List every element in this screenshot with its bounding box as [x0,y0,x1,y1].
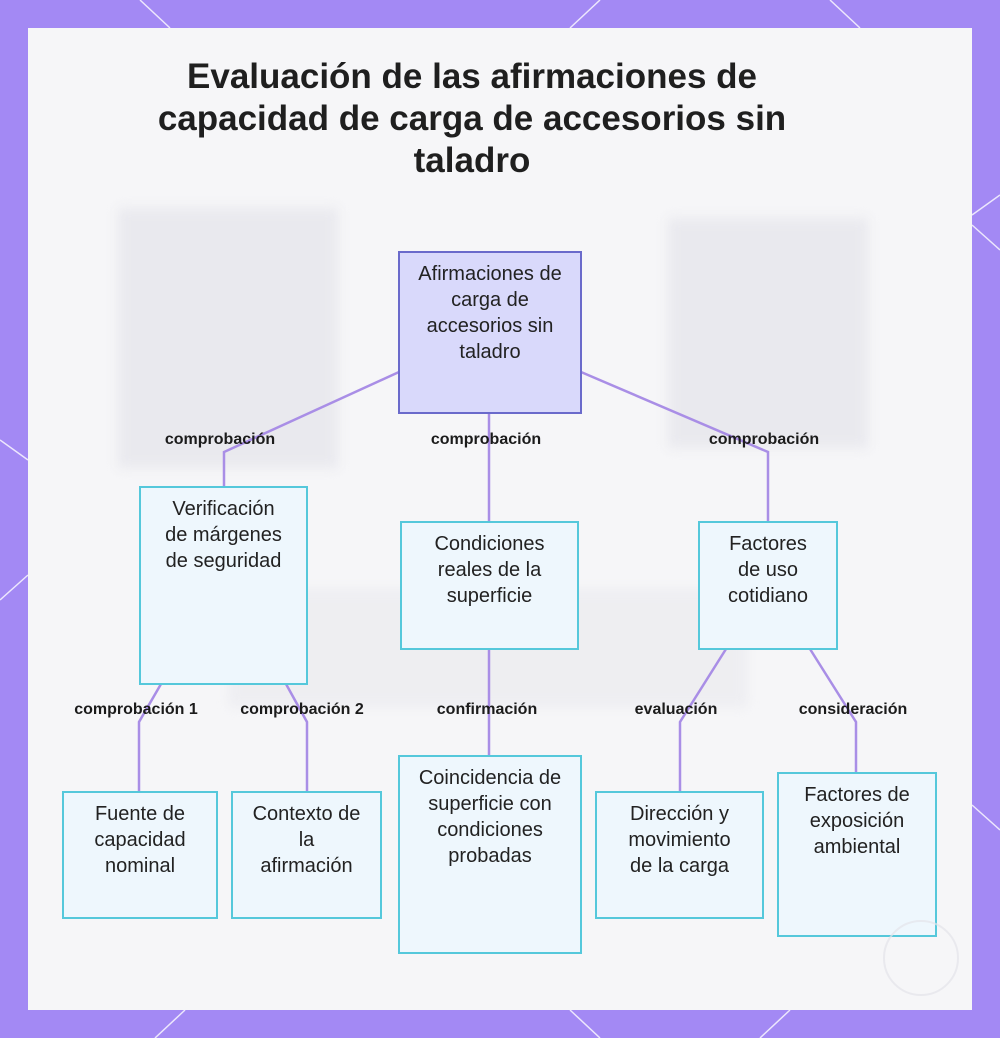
edge-label-daily-environment: consideración [798,701,908,718]
background-blur-right [668,218,868,448]
node-environment: Factores de exposición ambiental [777,772,937,937]
connector-safety-nominal [137,683,163,792]
node-safety-margins-label: Verificación de márgenes de seguridad [165,498,282,572]
node-claim-context-label: Contexto de la afirmación [252,803,361,877]
node-surface-match-label: Coincidencia de superficie con condicion… [418,767,562,867]
edge-label-root-safety: comprobación [164,431,276,448]
edge-label-surface-match: confirmación [436,701,538,718]
node-safety-margins: Verificación de márgenes de seguridad [139,486,308,685]
watermark-logo [883,920,959,996]
connector-root-daily [580,370,770,522]
node-daily-use-label: Factores de uso cotidiano [727,533,809,607]
root-node-label: Afirmaciones de carga de accesorios sin … [418,263,562,363]
node-daily-use: Factores de uso cotidiano [698,521,838,650]
background-blur-left [118,208,338,468]
node-surface-match: Coincidencia de superficie con condicion… [398,755,582,954]
edge-label-root-surface: comprobación [430,431,542,448]
connector-root-safety [222,370,400,487]
node-environment-label: Factores de exposición ambiental [804,784,910,858]
edge-label-daily-direction: evaluación [634,701,718,718]
root-node: Afirmaciones de carga de accesorios sin … [398,251,582,414]
diagram-title: Evaluación de las afirmaciones de capaci… [157,57,787,180]
node-load-direction: Dirección y movimiento de la carga [595,791,764,919]
node-surface-conditions: Condiciones reales de la superficie [400,521,579,650]
node-load-direction-label: Dirección y movimiento de la carga [628,803,731,877]
connector-daily-environment [808,648,858,773]
edge-label-root-daily: comprobación [708,431,820,448]
node-nominal-capacity-label: Fuente de capacidad nominal [94,803,186,877]
edge-label-safety-nominal: comprobación 1 [74,701,198,718]
connector-safety-context [284,683,309,792]
node-nominal-capacity: Fuente de capacidad nominal [62,791,218,919]
edge-label-safety-context: comprobación 2 [240,701,364,718]
connector-daily-direction [678,648,728,792]
node-claim-context: Contexto de la afirmación [231,791,382,919]
node-surface-conditions-label: Condiciones reales de la superficie [434,533,545,607]
